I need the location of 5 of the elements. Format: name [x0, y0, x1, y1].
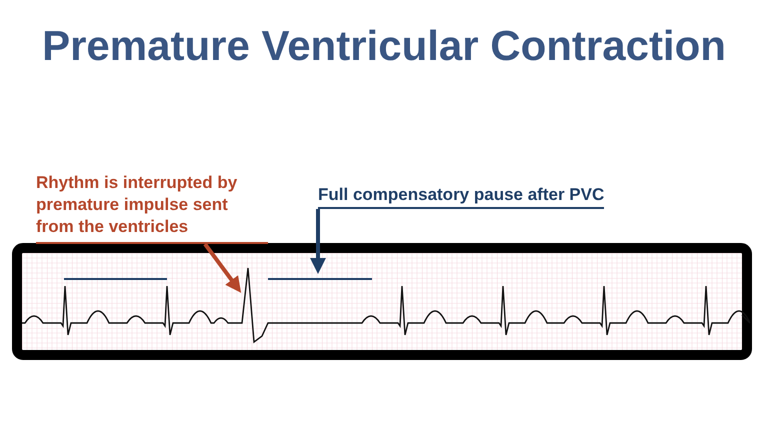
annotation-text: Full compensatory pause after PVC: [318, 184, 604, 209]
arrow: [203, 242, 242, 293]
title: Premature Ventricular Contraction: [41, 22, 727, 70]
arrow: [310, 209, 326, 274]
annotation-text: Rhythm is interrupted by premature impulse sent from the ventricles: [36, 172, 268, 244]
